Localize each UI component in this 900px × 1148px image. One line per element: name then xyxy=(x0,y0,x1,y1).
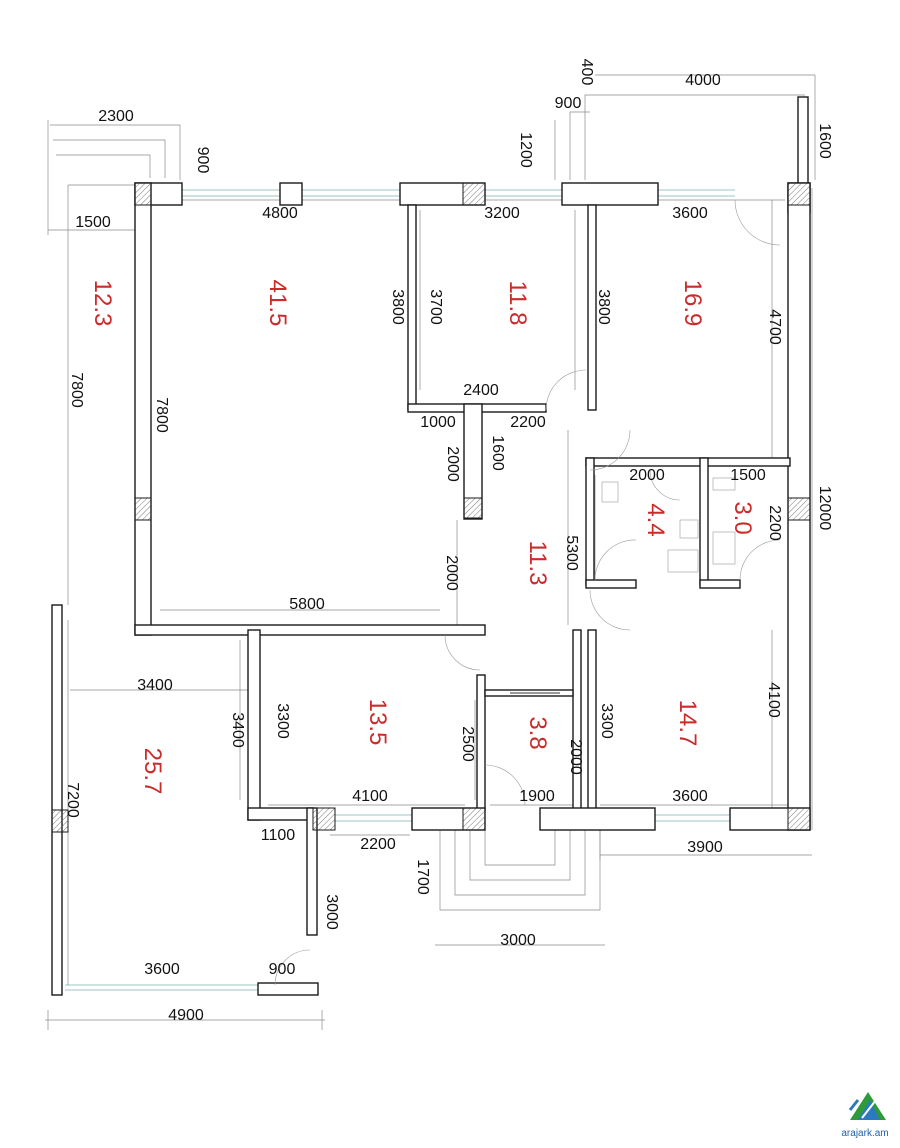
dimension-label: 7800 xyxy=(68,372,85,408)
dimension-label: 2000 xyxy=(444,446,461,482)
dimension-label: 4900 xyxy=(168,1007,204,1024)
dimension-label: 4000 xyxy=(685,72,721,89)
dimension-label: 900 xyxy=(269,961,296,978)
structural-columns xyxy=(51,182,811,833)
dimension-label: 1600 xyxy=(489,435,506,471)
area-label: 4.4 xyxy=(642,503,669,536)
dimension-label: 3000 xyxy=(500,932,536,949)
arajark-logo: arajark.am xyxy=(841,1092,889,1139)
dimension-label: 3600 xyxy=(144,961,180,978)
dimension-label: 3400 xyxy=(137,677,173,694)
dimension-lines xyxy=(45,74,816,1030)
dimension-label: 1900 xyxy=(519,788,555,805)
area-label: 41.5 xyxy=(264,280,291,327)
room-area-labels: 12.3 41.5 11.8 16.9 4.4 3.0 11.3 13.5 3.… xyxy=(89,280,756,795)
dimension-label: 2300 xyxy=(98,108,134,125)
area-label: 25.7 xyxy=(139,748,166,795)
dimension-label: 5800 xyxy=(289,596,325,613)
dimension-label: 2500 xyxy=(459,726,476,762)
dimension-label: 4700 xyxy=(766,309,783,345)
dimension-label: 1700 xyxy=(414,859,431,895)
dimension-label: 5300 xyxy=(563,535,580,571)
dimension-label: 3600 xyxy=(672,205,708,222)
dimension-label: 7200 xyxy=(64,782,81,818)
bathroom-fixtures xyxy=(601,477,736,573)
door-swings xyxy=(274,199,781,986)
dimension-label: 1600 xyxy=(816,123,833,159)
dimension-label: 2200 xyxy=(360,836,396,853)
area-label: 16.9 xyxy=(679,280,706,327)
area-label: 11.3 xyxy=(524,541,551,586)
dimension-label: 2000 xyxy=(629,467,665,484)
dimension-label: 2000 xyxy=(567,739,584,775)
dimension-label: 3400 xyxy=(229,712,246,748)
dimension-label: 3800 xyxy=(389,289,406,325)
dimension-label: 3900 xyxy=(687,839,723,856)
dimension-label: 3800 xyxy=(595,289,612,325)
dimension-label: 2400 xyxy=(463,382,499,399)
area-label: 3.8 xyxy=(524,716,551,749)
dimension-label: 2200 xyxy=(510,414,546,431)
area-label: 3.0 xyxy=(729,501,756,534)
dimension-label: 1000 xyxy=(420,414,456,431)
dimension-label: 4800 xyxy=(262,205,298,222)
dimension-label: 12000 xyxy=(816,486,833,531)
dimension-label: 400 xyxy=(578,59,595,86)
logo-text: arajark.am xyxy=(841,1128,888,1139)
dimension-label: 900 xyxy=(555,95,582,112)
dimension-label: 2200 xyxy=(766,505,783,541)
dimension-label: 3200 xyxy=(484,205,520,222)
dimension-label: 4100 xyxy=(352,788,388,805)
dimension-label: 1200 xyxy=(517,132,534,168)
dimension-label: 900 xyxy=(194,147,211,174)
dimension-label: 3600 xyxy=(672,788,708,805)
area-label: 11.8 xyxy=(504,281,531,326)
dimension-label: 3700 xyxy=(427,289,444,325)
dimension-label: 3300 xyxy=(274,703,291,739)
dimension-label: 1500 xyxy=(730,467,766,484)
dimension-label: 4100 xyxy=(765,682,782,718)
dimension-label: 1100 xyxy=(261,827,296,844)
area-label: 14.7 xyxy=(674,700,701,747)
dimension-label: 1500 xyxy=(75,214,111,231)
area-label: 12.3 xyxy=(89,280,116,327)
dimension-label: 3300 xyxy=(598,703,615,739)
dimension-label: 2000 xyxy=(443,555,460,591)
area-label: 13.5 xyxy=(364,699,391,746)
dimension-label: 7800 xyxy=(153,397,170,433)
dimension-label: 3000 xyxy=(323,894,340,930)
dimension-labels: 2300 1500 4800 3200 3600 4000 900 2400 1… xyxy=(64,59,833,1024)
